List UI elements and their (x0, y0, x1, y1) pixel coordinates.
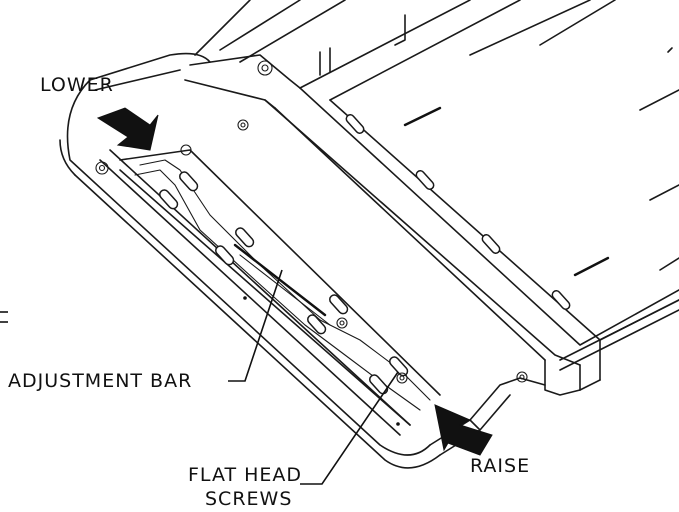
adjustment-bar-label: ADJUSTMENT BAR (8, 370, 193, 392)
leaders (0, 269, 399, 485)
screws (95, 60, 528, 426)
raise-label: RAISE (470, 455, 531, 477)
lower-arrow (96, 107, 159, 151)
channel (184, 54, 601, 396)
plate-slots (159, 171, 409, 395)
screws-label: SCREWS (205, 488, 293, 510)
right-panel (299, 47, 679, 371)
panel-slots (345, 106, 610, 310)
raise-arrow (434, 404, 493, 456)
top-frame (194, 0, 616, 101)
lower-label: LOWER (40, 74, 114, 96)
flat-head-label: FLAT HEAD (188, 464, 303, 486)
